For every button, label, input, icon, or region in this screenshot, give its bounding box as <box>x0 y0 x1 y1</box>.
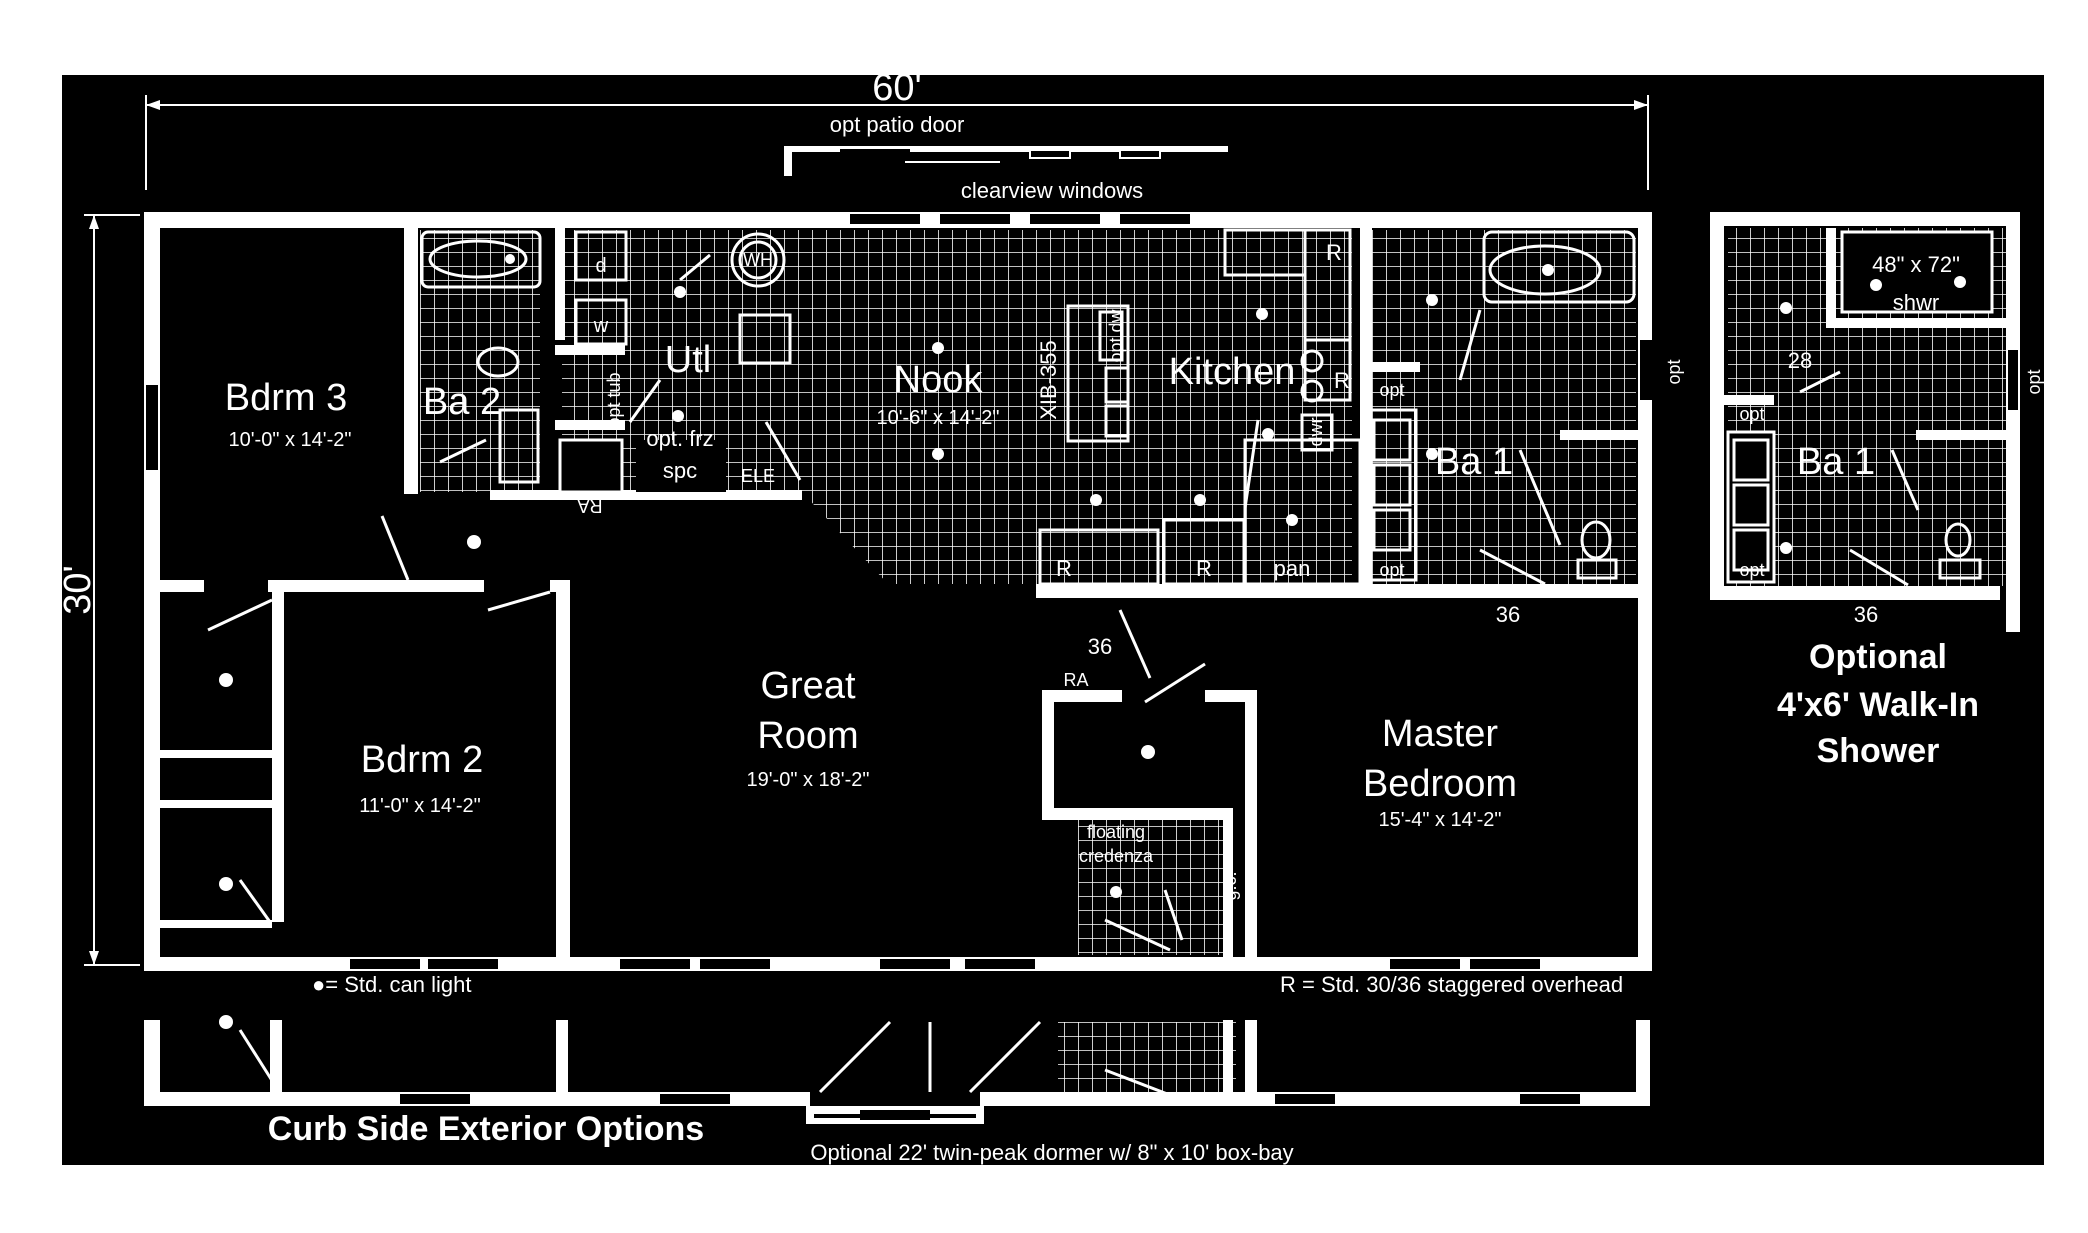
ra-label-upper: RA <box>577 496 602 516</box>
great-room-label-1: Great <box>760 665 855 707</box>
patio-door-note: opt patio door <box>830 112 965 137</box>
ba1-opt-bottom: opt <box>1379 560 1404 580</box>
dimension-lines <box>84 95 1649 966</box>
ba1-opt-side: opt <box>1664 359 1684 384</box>
nook-size: 10'-6" x 14'-2" <box>876 407 999 429</box>
overhead-legend: R = Std. 30/36 staggered overhead <box>1280 972 1623 997</box>
r-mark-2: R <box>1334 368 1350 393</box>
shower-caption-3: Shower <box>1817 732 1940 770</box>
water-heater-label: WH <box>743 250 773 270</box>
closet-floor <box>1078 820 1223 955</box>
ele-label: ELE <box>741 466 775 486</box>
inset-ba1-label: Ba 1 <box>1797 441 1875 483</box>
pan-label: pan <box>1274 556 1311 581</box>
r-mark-1: R <box>1326 240 1342 265</box>
floating-label: floating <box>1087 822 1145 842</box>
curb-side-exterior <box>144 1015 1650 1124</box>
master-label-1: Master <box>1382 713 1498 755</box>
master-label-2: Bedroom <box>1363 763 1517 805</box>
shower-size-label: 48" x 72" <box>1872 252 1960 277</box>
ba2-floor <box>420 230 540 492</box>
bdrm3-label: Bdrm 3 <box>225 377 347 419</box>
washer-label: w <box>593 315 609 337</box>
kitchen-label: Kitchen <box>1169 351 1296 393</box>
opt-tub-label: opt tub <box>604 372 624 427</box>
master-size: 15'-4" x 14'-2" <box>1378 809 1501 831</box>
inset-opt-top: opt <box>1739 404 1764 424</box>
ba1-floor <box>1372 230 1636 584</box>
dryer-label: d <box>595 255 606 277</box>
bdrm2-size: 11'-0" x 14'-2" <box>359 795 481 817</box>
nook-kitchen-floor <box>802 230 1352 584</box>
optional-shower-inset <box>1710 212 2020 632</box>
xib-label: XIB-355 <box>1036 340 1061 420</box>
credenza-label: credenza <box>1079 846 1154 866</box>
dormer-note: Optional 22' twin-peak dormer w/ 8" x 10… <box>810 1140 1293 1165</box>
ra-label-closet: RA <box>1063 670 1088 690</box>
door-28-label: 28 <box>1788 348 1812 373</box>
utl-label: Utl <box>665 339 711 381</box>
great-room-size: 19'-0" x 18'-2" <box>746 769 869 791</box>
door-36-ba1: 36 <box>1496 602 1520 627</box>
gc-label: g.c. <box>1220 871 1240 900</box>
door-36-master: 36 <box>1088 634 1112 659</box>
nook-label: Nook <box>894 359 984 401</box>
curb-side-caption: Curb Side Exterior Options <box>268 1110 704 1148</box>
inset-door-36: 36 <box>1854 602 1878 627</box>
r-mark-4: R <box>1196 556 1212 581</box>
shower-caption-1: Optional <box>1809 638 1947 676</box>
main-house <box>144 212 1652 971</box>
shower-caption-2: 4'x6' Walk-In <box>1777 686 1979 724</box>
ba1-label: Ba 1 <box>1435 441 1513 483</box>
inset-opt-side: opt <box>2024 369 2044 394</box>
r-mark-3: R <box>1056 556 1072 581</box>
ba1-opt-top: opt <box>1379 380 1404 400</box>
can-lights <box>219 286 1438 898</box>
spc-label: spc <box>663 458 697 483</box>
patio-door-symbol <box>784 146 1228 176</box>
great-room-label-2: Room <box>757 715 858 757</box>
opt-frz-label: opt. frz <box>646 426 713 451</box>
dwr-label: dwr <box>1306 417 1326 446</box>
depth-dimension: 30' <box>57 565 99 615</box>
shower-label: shwr <box>1893 290 1939 315</box>
ba2-label: Ba 2 <box>423 381 501 423</box>
inset-opt-bottom: opt <box>1739 560 1764 580</box>
bdrm2-label: Bdrm 2 <box>361 739 483 781</box>
can-light-legend: ●= Std. can light <box>312 972 471 997</box>
width-dimension: 60' <box>872 67 922 109</box>
opt-dw-label: opt dw <box>1106 308 1126 362</box>
clearview-windows-note: clearview windows <box>961 178 1143 203</box>
bdrm3-size: 10'-0" x 14'-2" <box>228 429 351 451</box>
